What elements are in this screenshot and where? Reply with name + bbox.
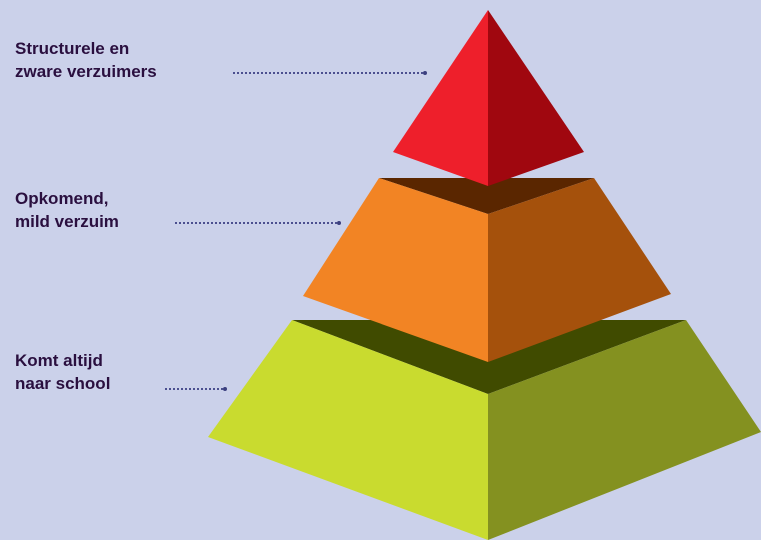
label-bottom-tier-line-2: naar school (15, 374, 111, 393)
label-middle-tier-line-1: Opkomend, (15, 189, 109, 208)
middle-tier-right-face (488, 178, 671, 362)
leader-line-middle-tier (175, 222, 337, 224)
top-tier-left-face (393, 10, 488, 186)
label-bottom-tier: Komt altijd naar school (15, 349, 110, 395)
label-bottom-tier-line-1: Komt altijd (15, 351, 103, 370)
leader-line-top-tier (233, 72, 423, 74)
bottom-tier-left-face (208, 320, 488, 540)
top-tier-right-face (488, 10, 584, 186)
leader-line-top-tier-end (423, 71, 427, 75)
middle-tier-top-face (379, 178, 594, 214)
label-top-tier: Structurele en zware verzuimers (15, 37, 157, 83)
label-top-tier-line-1: Structurele en (15, 39, 130, 58)
label-middle-tier-line-2: mild verzuim (15, 212, 119, 231)
label-middle-tier: Opkomend, mild verzuim (15, 187, 119, 233)
label-top-tier-line-2: zware verzuimers (15, 62, 157, 81)
leader-line-bottom-tier-end (223, 387, 227, 391)
middle-tier-left-face (303, 178, 488, 362)
bottom-tier-right-face (488, 320, 761, 540)
leader-line-middle-tier-end (337, 221, 341, 225)
leader-line-bottom-tier (165, 388, 223, 390)
